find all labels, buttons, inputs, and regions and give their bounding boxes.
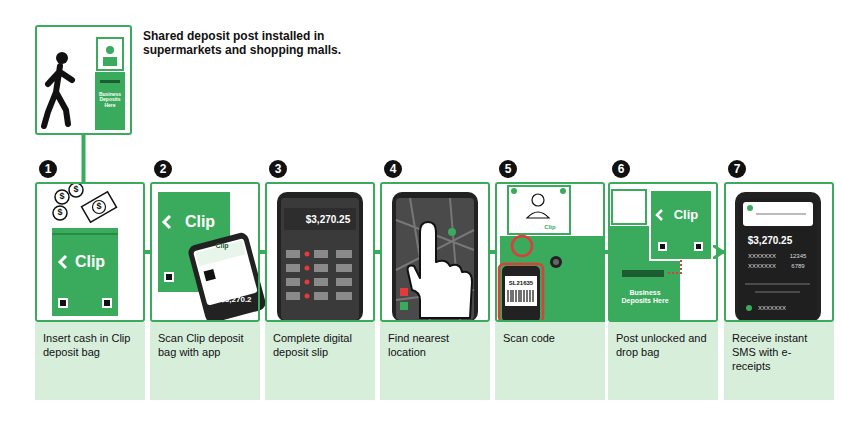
step-caption: Find nearest location (388, 331, 482, 359)
step-number: 7 (728, 160, 746, 178)
illustration-frame (495, 182, 605, 322)
step-caption: Scan Clip deposit bag with app (158, 331, 252, 359)
illustration-text: $3,270.2 (220, 296, 251, 305)
illustration-text: Clip (674, 208, 699, 222)
step-caption: Receive instant SMS with e-receipts (732, 331, 826, 373)
illustration-frame (35, 182, 145, 322)
post-drop (610, 190, 712, 322)
phone-deposit-slip (277, 192, 363, 322)
step-caption: Scan code (503, 331, 597, 345)
step-caption: Post unlocked and drop bag (616, 331, 710, 359)
step-panel: 6Post unlocked and drop bag (608, 160, 718, 400)
caption-band: Receive instant SMS with e-receipts (724, 322, 834, 400)
location-note: Shared deposit post installed in superma… (143, 29, 358, 57)
illustration-text: $ (59, 192, 64, 202)
illustration-text: 6789 (791, 263, 804, 270)
illustration-text: 12345 (790, 253, 807, 260)
step-caption: Insert cash in Clip deposit bag (43, 331, 137, 359)
illustration-frame (265, 182, 375, 322)
step-panel: 3Complete digital deposit slip (265, 160, 375, 400)
caption-band: Scan Clip deposit bag with app (150, 322, 260, 400)
illustration-text: $3,270.25 (748, 235, 793, 246)
illustration-text: $ (73, 185, 78, 195)
caption-band: Post unlocked and drop bag (608, 322, 718, 400)
illustration-text: XXXXXXX (748, 253, 776, 260)
caption-band: Find nearest location (380, 322, 490, 400)
illustration-text: Clip (215, 242, 228, 250)
step-panel: 1Insert cash in Clip deposit bag (35, 160, 145, 400)
step-number: 4 (384, 160, 402, 178)
caption-band: Scan code (495, 322, 605, 400)
illustration-text: $3,270.25 (306, 214, 351, 225)
illustration-frame (724, 182, 834, 322)
step-caption: Complete digital deposit slip (273, 331, 367, 359)
caption-band: Complete digital deposit slip (265, 322, 375, 400)
step-number: 6 (612, 160, 630, 178)
phone-receipt (735, 192, 821, 322)
illustration-frame (380, 182, 490, 322)
flow-connector (82, 135, 86, 182)
caption-band: Insert cash in Clip deposit bag (35, 322, 145, 400)
illustration-text: Business Deposits Here (98, 92, 122, 109)
phone-map (392, 192, 478, 322)
step-number: 3 (269, 160, 287, 178)
step-number: 5 (499, 160, 517, 178)
illustration-text: Business Deposits Here (619, 289, 671, 304)
walking-person (44, 52, 72, 126)
location-box: Shared deposit post installed in superma… (35, 25, 132, 135)
post-scanner (499, 186, 605, 322)
illustration-text: $ (96, 202, 101, 212)
step-panel: 2Scan Clip deposit bag with app (150, 160, 260, 400)
illustration-text: Clip (185, 213, 215, 231)
illustration-text: XXXXXXX (758, 305, 786, 312)
illustration-text: Clip (544, 224, 555, 231)
bag-and-phone (158, 192, 267, 324)
step-panel: 7Receive instant SMS with e-receipts (724, 160, 834, 400)
illustration-text: $ (57, 208, 62, 218)
step-number: 1 (39, 160, 57, 178)
illustration-text: Clip (75, 253, 105, 271)
illustration-text: SL21635 (509, 280, 533, 287)
step-number: 2 (154, 160, 172, 178)
deposit-post (95, 38, 125, 130)
cash-and-bag (52, 183, 118, 316)
illustration-text: XXXXXXX (748, 263, 776, 270)
step-panel: 4Find nearest location (380, 160, 490, 400)
